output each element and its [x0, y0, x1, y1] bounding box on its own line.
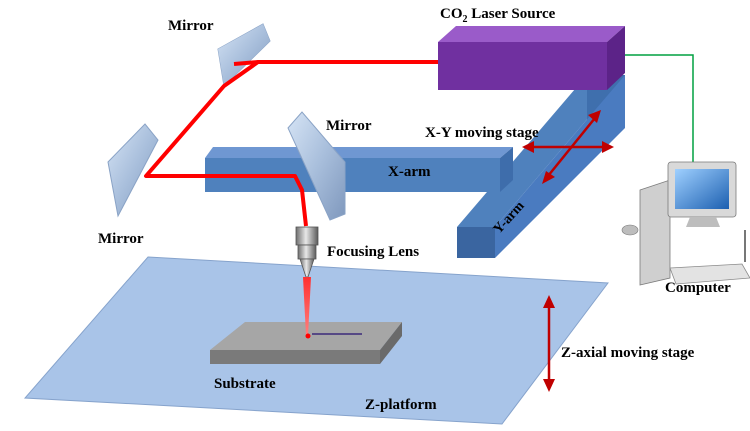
mirror-left-shape — [107, 123, 159, 218]
focal-spot — [305, 333, 311, 339]
xy-direction-arrows — [522, 110, 614, 184]
laser-source-label: CO2 Laser Source — [440, 6, 556, 25]
x-arm-label: X-arm — [388, 164, 431, 180]
computer-cable — [625, 54, 694, 165]
mirror-center-label: Mirror — [326, 118, 372, 134]
x-arm — [205, 147, 513, 192]
z-direction-arrow — [543, 295, 555, 392]
substrate-label: Substrate — [214, 376, 276, 392]
xy-stage-label: X-Y moving stage — [425, 125, 539, 141]
mirror-left-label: Mirror — [98, 231, 144, 247]
z-platform-label: Z-platform — [365, 397, 437, 413]
computer-label: Computer — [665, 280, 731, 296]
laser-source-box — [438, 26, 625, 90]
focusing-lens-label: Focusing Lens — [327, 244, 419, 260]
mirror-center-shape — [287, 111, 346, 221]
laser-beam — [144, 60, 438, 227]
substrate — [210, 322, 402, 364]
mirror-top-label: Mirror — [168, 18, 214, 34]
computer-icon — [621, 161, 750, 286]
focused-beam — [303, 277, 311, 336]
focusing-lens — [295, 226, 319, 278]
z-stage-label: Z-axial moving stage — [561, 345, 695, 361]
